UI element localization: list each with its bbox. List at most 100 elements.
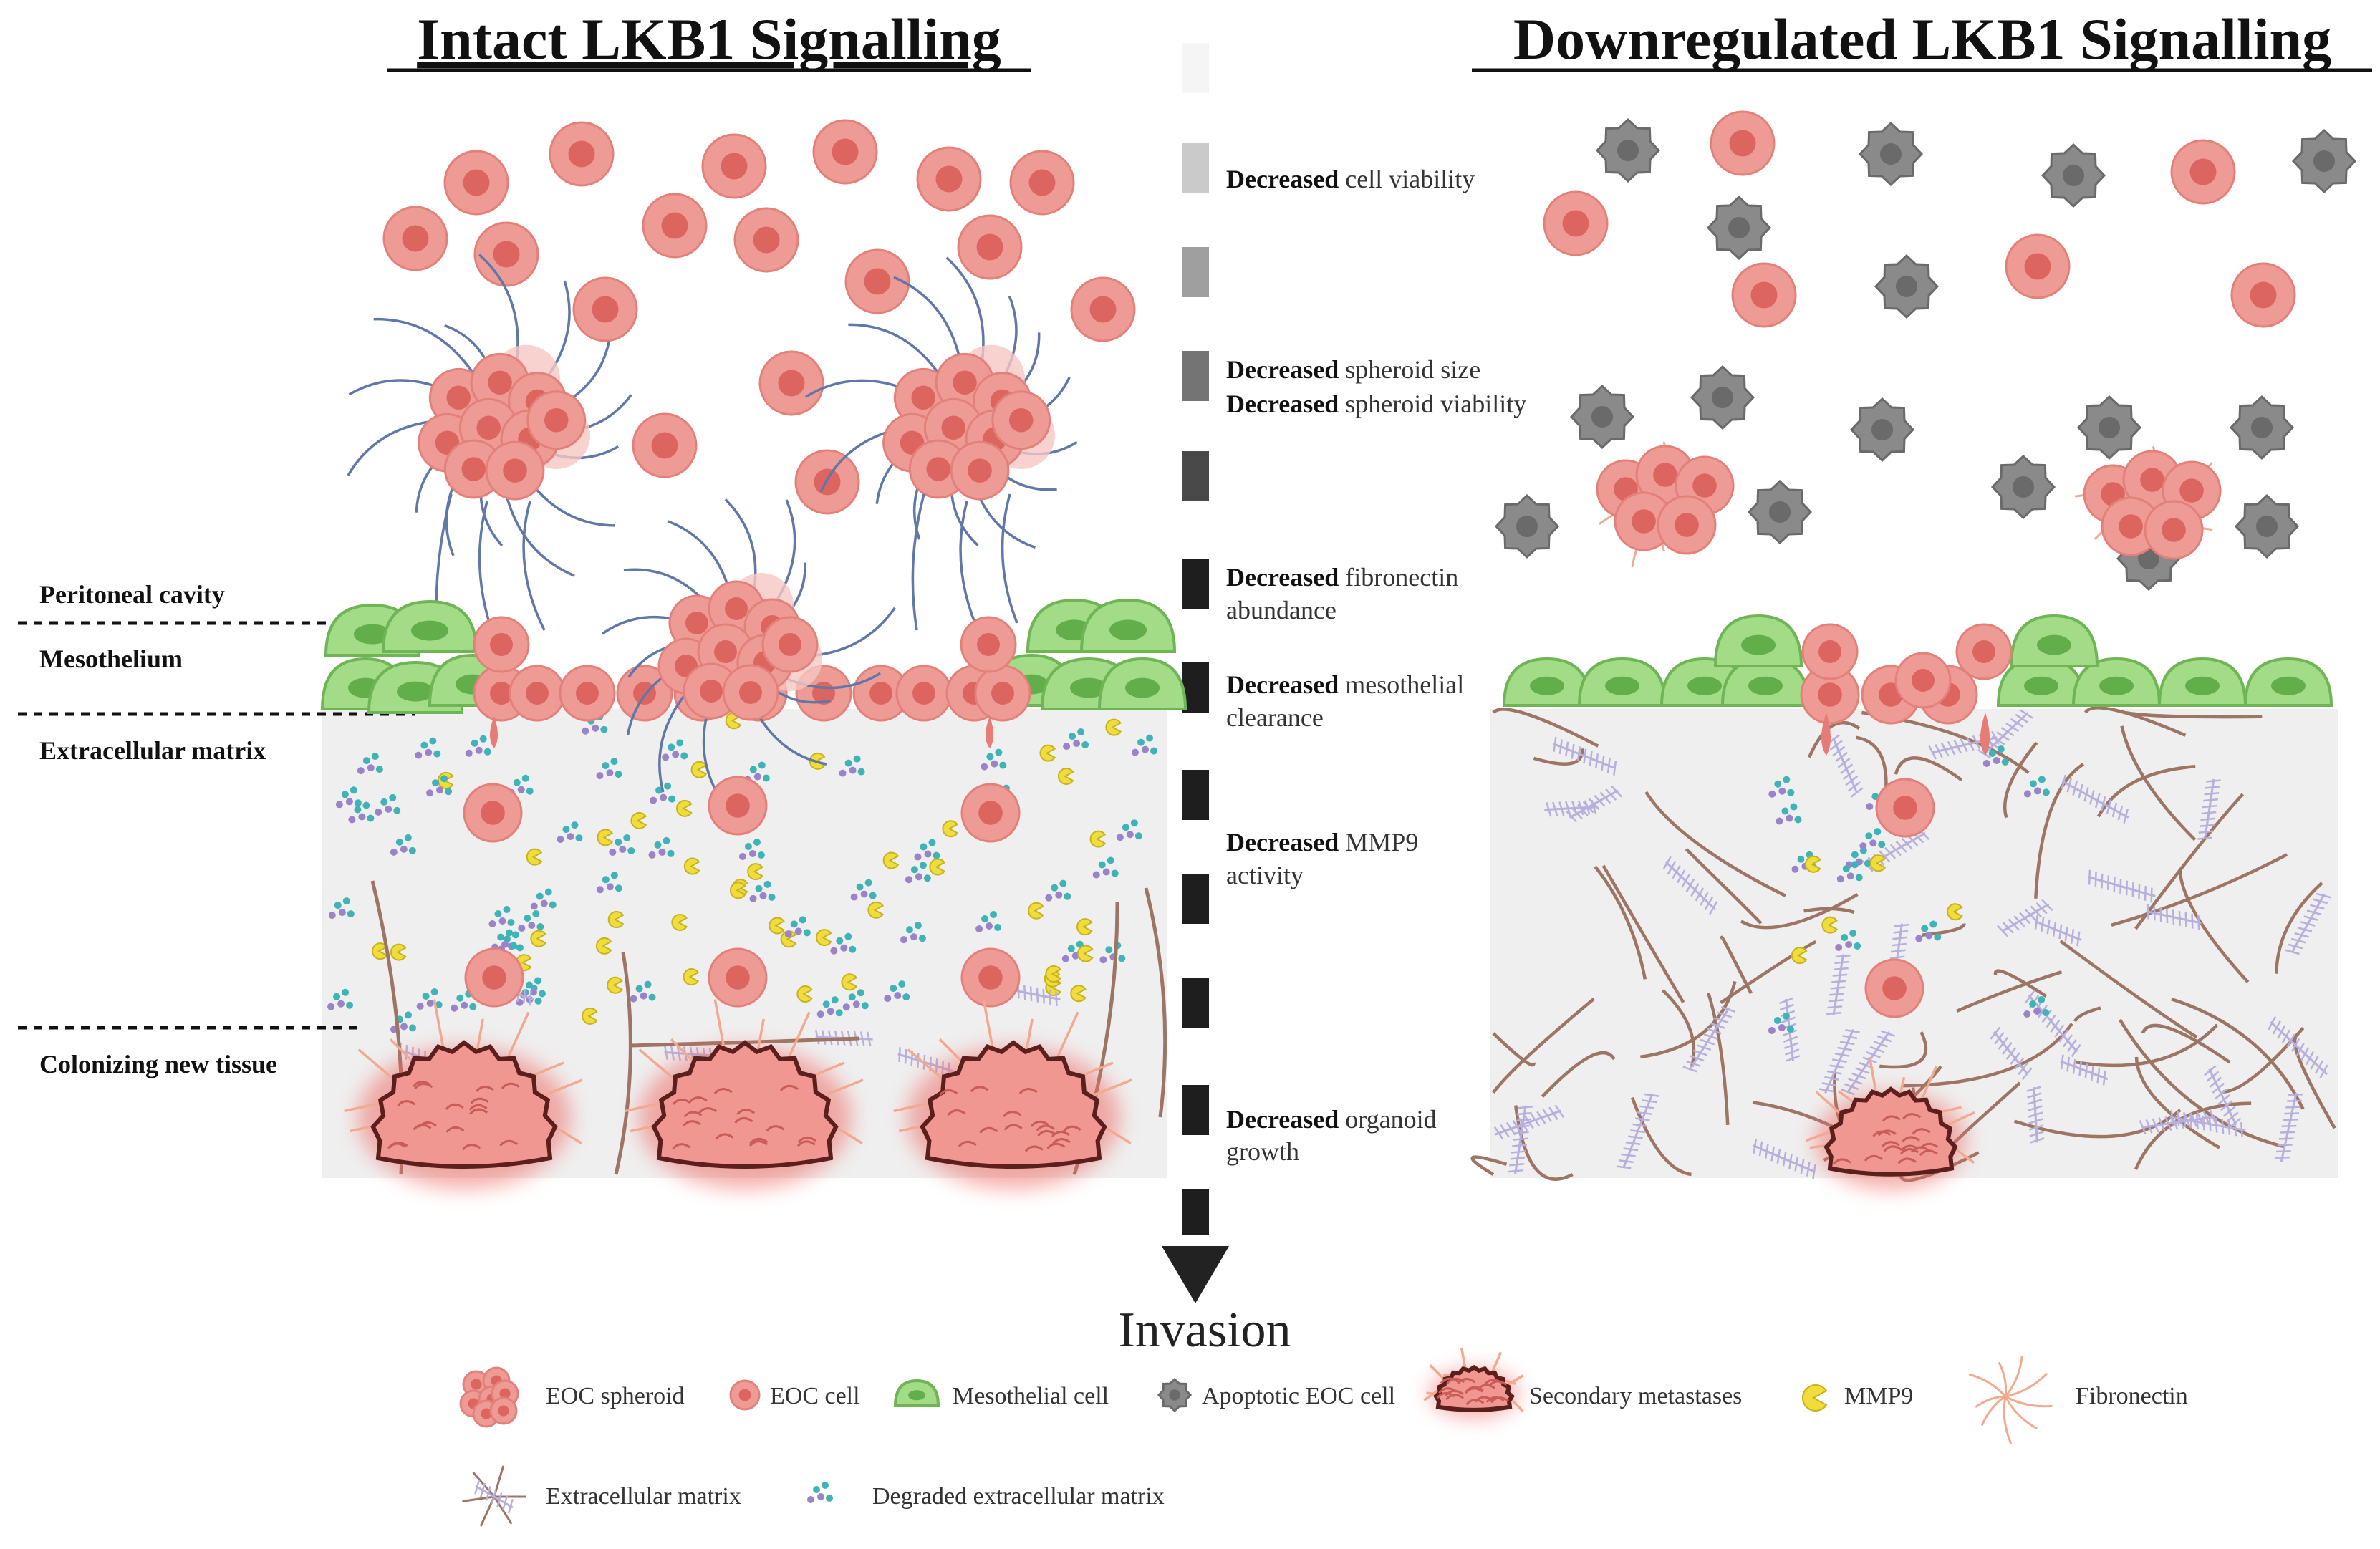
apoptotic-cell-core [1769,501,1791,523]
degraded-fragment [1063,743,1070,750]
eoc-cell [958,216,1021,279]
degraded-fragment [1786,814,1793,821]
invasion-arrow-dash [1182,874,1209,924]
eoc-cell [993,392,1050,449]
eoc-cell-nucleus [503,458,527,483]
degraded-fragment [928,839,935,846]
eoc-cell-nucleus [911,385,935,410]
degraded-fragment [1150,748,1157,755]
degraded-fragment [910,933,917,940]
eoc-cell-nucleus [926,457,950,481]
degraded-fragment [902,993,910,1000]
degraded-fragment [1797,856,1804,863]
degraded-fragment [1781,807,1788,814]
effect-detail: clearance [1226,703,1324,732]
mesothelial-cell-nucleus [1530,677,1564,695]
degraded-fragment [650,797,657,804]
degraded-fragment [1107,856,1114,864]
degraded-fragment [1081,741,1089,748]
title-intact: Intact LKB1 Signalling [417,6,1001,72]
degraded-fragment [334,902,342,909]
mesothelial-cell-nucleus [397,682,434,702]
eoc-cell-nucleus [2025,254,2051,280]
degraded-fragment [981,763,988,771]
label-colonizing-new-tissue: Colonizing new tissue [39,1050,277,1078]
invasion-arrow-dash [1182,43,1209,93]
eoc-cell-nucleus [869,682,892,705]
apoptotic-cell-core [2251,417,2273,438]
eoc-cell [2006,235,2069,298]
degraded-fragment [1099,956,1107,963]
eoc-cell-nucleus [1972,640,1995,663]
degraded-fragment [567,833,574,840]
degraded-fragment [405,834,412,841]
effect-keyword: Decreased [1226,563,1339,592]
degraded-fragment [1077,728,1084,735]
secondary-metastasis [1424,1348,1523,1418]
degraded-fragment [535,998,542,1005]
invasion-arrow-dash [1182,1085,1209,1135]
degraded-fragment [2029,1000,2036,1008]
degraded-fragment [390,849,398,856]
degraded-fragment [433,751,440,758]
degraded-fragment [367,815,374,822]
degraded-fragment [417,1003,424,1010]
apoptotic-cell [1708,197,1770,259]
degraded-fragment [1993,757,2000,764]
degraded-fragment [933,852,940,859]
degraded-fragment [986,753,993,761]
degraded-fragment [1845,941,1852,948]
degraded-fragment [420,742,428,749]
degraded-fragment [865,879,872,887]
eoc-cell [2145,501,2202,559]
degraded-fragment [924,851,931,858]
degraded-fragment [745,843,752,850]
mesothelial-cell [2159,659,2245,705]
eoc-cell-nucleus [721,153,748,180]
apoptotic-cell [1860,123,1922,185]
degraded-fragment [431,988,438,995]
degraded-fragment [1146,735,1153,742]
effect-text: Decreased cell viability [1226,165,1475,193]
degraded-fragment [615,884,622,892]
fiber-strand [524,501,544,630]
degraded-fragment [853,1000,860,1008]
eoc-cell-nucleus [1029,170,1056,196]
degraded-fragment [623,834,630,841]
degraded-fragment [1837,875,1844,882]
degraded-fragment [405,1011,412,1018]
label-extracellular-matrix: Extracellular matrix [39,736,266,765]
degraded-fragment [649,994,656,1001]
degraded-fragment [915,873,922,880]
degraded-fragment [764,881,771,888]
degraded-fragment [975,925,983,932]
degraded-fragment [861,891,868,898]
eoc-cell [1011,151,1074,214]
legend-ecm-label: Extracellular matrix [546,1483,741,1510]
eoc-cell-nucleus [700,680,723,703]
degraded-fragment [858,768,865,776]
apoptotic-cell-core [1591,406,1613,428]
eoc-cell [1866,960,1923,1017]
degraded-fragment [1062,955,1069,962]
eoc-cell-nucleus [1090,296,1117,323]
apoptotic-cell [1993,456,2054,518]
degraded-fragment [393,807,400,814]
eoc-cell-nucleus [1730,130,1756,157]
degraded-fragment [488,920,496,927]
effect-detail: MMP9 [1339,828,1418,856]
degraded-fragment [536,892,544,899]
degraded-fragment [1768,791,1776,798]
degraded-fragment [990,911,997,918]
eoc-cell-nucleus [968,458,992,483]
degraded-fragment [2024,790,2031,797]
eoc-cell-nucleus [726,793,750,818]
fiber-strand [2005,1396,2036,1428]
degraded-fragment [1131,819,1138,826]
degraded-fragment [849,993,856,1000]
degraded-fragment [358,814,365,821]
legend-apoptotic-cell-icon [1159,1379,1190,1411]
apoptotic-cell-core [2063,165,2084,186]
degraded-fragment [1059,880,1066,887]
eoc-cell-nucleus [446,385,471,410]
